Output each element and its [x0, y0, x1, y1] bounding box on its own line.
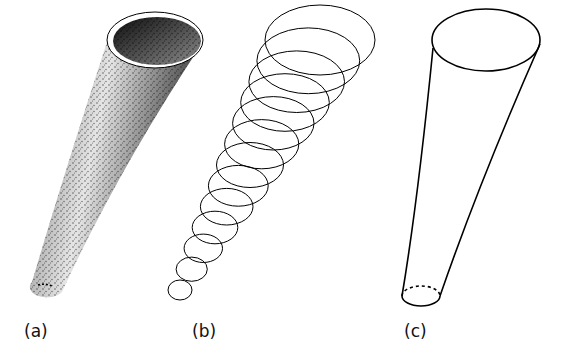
stippled-horn [30, 12, 203, 297]
figure-label: (b) [192, 323, 216, 340]
ellipse-stack [168, 5, 375, 300]
outline-horn [402, 9, 540, 306]
figure-label: (c) [404, 323, 427, 340]
figure-label: (a) [24, 323, 48, 340]
